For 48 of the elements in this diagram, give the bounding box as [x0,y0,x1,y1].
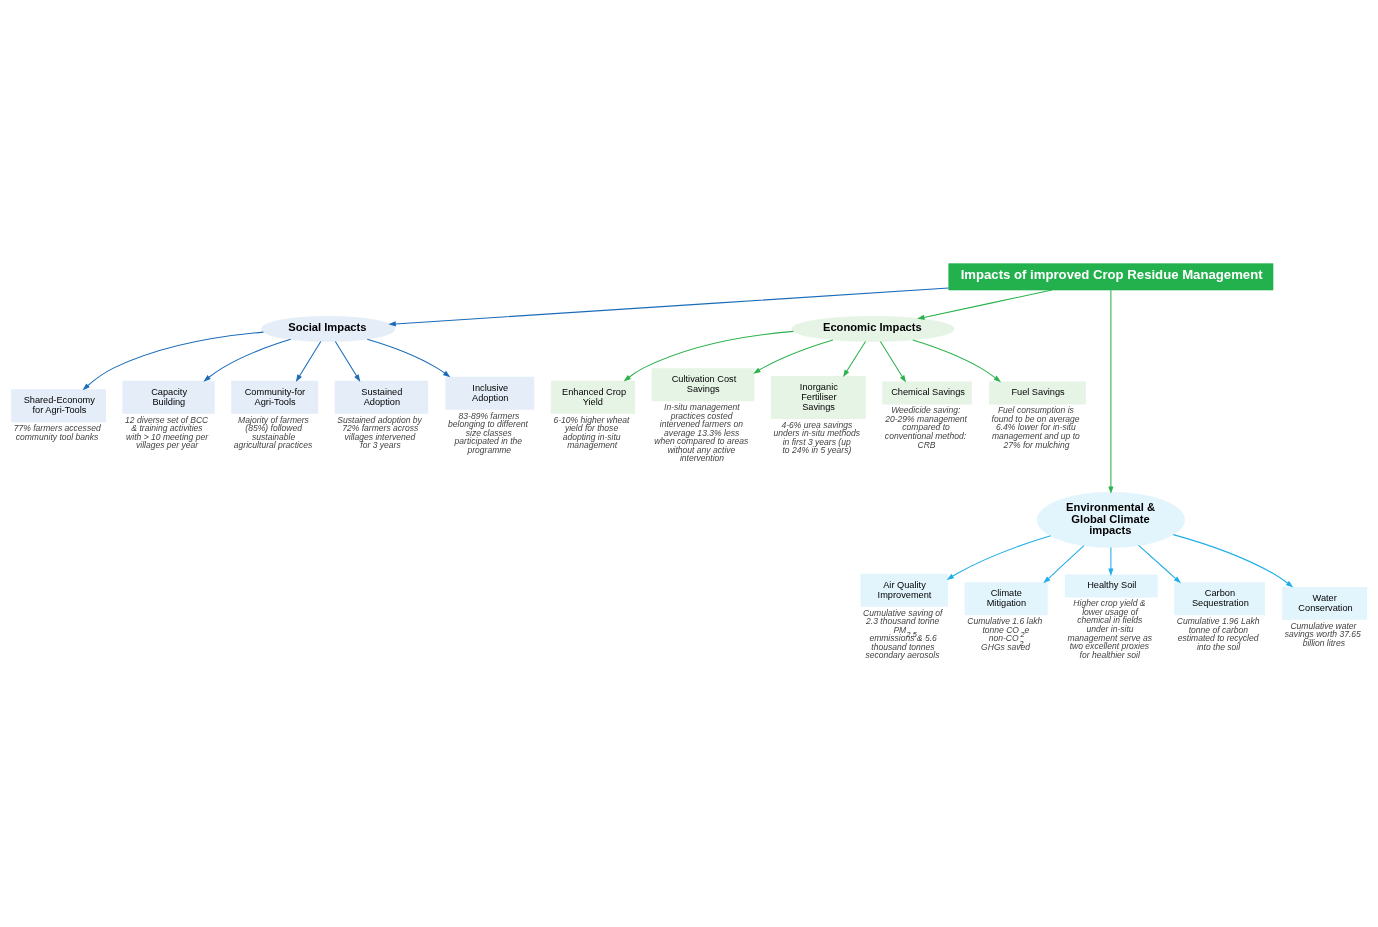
arrow [334,340,361,382]
node-box: Impacts of improved Crop Residue Management [948,263,1274,291]
arrow [366,338,451,378]
node-box: Healthy Soil [1064,574,1158,598]
arrow [623,330,794,382]
node-label: 77% farmers accessed community tool banks [13,423,101,442]
node-box: Community-for Agri-Tools [231,380,319,414]
node-box: Cultivation Cost Savings [651,368,755,402]
arrow [917,289,1053,320]
node-label: 12 diverse set of BCC & training activities with > 10 meeting per villages per year [125,414,209,451]
arrow [1043,545,1085,584]
node-label: Cumulative water savings worth 37.65 billion litres [1284,620,1361,648]
arrow [843,340,867,378]
node-label: In-situ management practices costed intervened farmers on average 13.3% less when compared to areas without any active intervention [654,401,749,464]
node-box: Chemical Savings [882,381,972,405]
node-box: Inorganic Fertiliser Savings [770,376,866,419]
node-box: Water Conservation [1282,586,1368,620]
arrow [753,339,834,374]
node-label: Higher crop yield & lower usage of chemical in fields under in-situ management serve as two excellent proxies for healthier soil [1067,598,1152,660]
node-ellipse: Environmental & Global Climate impacts [1036,491,1185,548]
arrow [295,340,322,382]
node-label: Majority of farmers (85%) followed sustainable agricultural practices [233,414,313,451]
arrow [388,287,950,327]
arrow [1108,546,1114,576]
arrow [82,331,264,391]
node-label: 6-10% higher wheat yield for those adopting in-situ management [553,414,630,451]
node-box: Carbon Sequestration [1174,582,1266,616]
node-box: Fuel Savings [989,381,1086,405]
arrow [946,535,1052,580]
node-box: Climate Mitigation [964,582,1048,616]
arrow [1172,534,1294,588]
arrow [203,338,292,382]
arrow [1138,544,1182,584]
node-label: Sustained adoption by 72% farmers across villages intervened for 3 years [337,414,422,451]
node-box: Enhanced Crop Yield [550,380,636,414]
node-box: Shared-Economy for Agri-Tools [11,389,106,423]
node-box: Capacity Building [122,380,215,414]
node-box: Air Quality Improvement [860,573,949,607]
node-label: Cumulative 1.96 Lakh tonne of carbon estimated to recycled into the soil [1176,616,1260,652]
node-label: 4-6% urea savings unders in-situ methods in first 3 years (up to 24% in 5 years) [773,419,860,456]
node-label: Weedicide saving: 20-29% management compared to conventional method: CRB [884,405,967,450]
node-box: Sustained Adoption [334,380,429,414]
node-label: Fuel consumption is found to be on average 6.4% lower for in-situ management and up to 27% for mulching [991,405,1080,450]
arrow [912,339,1002,383]
arrow [1108,289,1114,494]
node-box: Inclusive Adoption [445,376,535,410]
node-label: 83-89% farmers belonging to different size classes participated in the programme [447,410,528,455]
arrow [879,340,906,383]
